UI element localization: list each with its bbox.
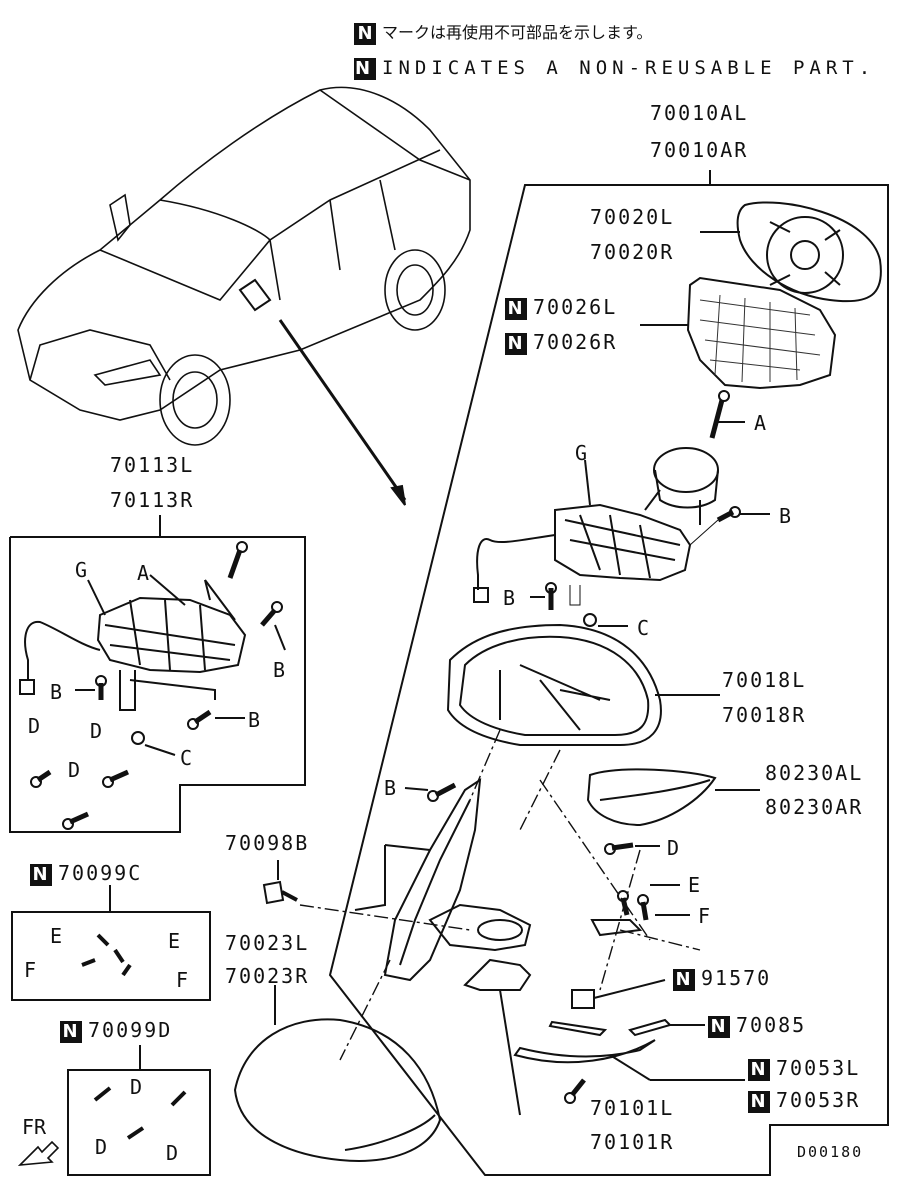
part-number-text: 70026R [533, 330, 618, 354]
callout-b: B [248, 708, 261, 732]
part-number-70101r: 70101R [590, 1130, 675, 1154]
callout-d: D [166, 1141, 179, 1165]
part-number-70113l: 70113L [110, 453, 195, 477]
non-reusable-badge: N [673, 968, 695, 991]
non-reusable-badge: N [748, 1058, 770, 1081]
callout-f: F [24, 958, 37, 982]
part-number-70023l: 70023L [225, 931, 310, 955]
callout-e: E [168, 929, 181, 953]
part-number-70026l: N 70026L [505, 297, 617, 320]
callout-g: G [75, 558, 88, 582]
part-number-text: 91570 [701, 966, 772, 990]
callout-d: D [667, 836, 680, 860]
part-number-70098b: 70098B [225, 831, 310, 855]
part-number-80230al: 80230AL [765, 761, 864, 785]
callout-c: C [637, 616, 650, 640]
part-number-70113r: 70113R [110, 488, 195, 512]
callout-f: F [698, 904, 711, 928]
callout-b: B [384, 776, 397, 800]
part-number-70099d: N 70099D [60, 1020, 172, 1043]
part-number-70053r: N 70053R [748, 1090, 860, 1113]
non-reusable-badge: N [60, 1020, 82, 1043]
non-reusable-badge: N [748, 1090, 770, 1113]
direction-label: FR [22, 1115, 47, 1139]
callout-b: B [273, 658, 286, 682]
part-number-text: 70026L [533, 295, 618, 319]
part-number-70053l: N 70053L [748, 1058, 860, 1081]
part-number-91570: N 91570 [673, 968, 771, 991]
callout-f: F [176, 968, 189, 992]
actuator-main [473, 459, 692, 603]
callout-g: G [575, 441, 588, 465]
non-reusable-badge: N [505, 332, 527, 355]
main-assembly-boundary [328, 170, 889, 1176]
callout-b: B [50, 680, 63, 704]
part-number-text: 70053L [776, 1056, 861, 1080]
part-number-text: 70099D [88, 1018, 173, 1042]
callout-c: C [180, 746, 193, 770]
callout-a: A [137, 561, 150, 585]
callout-d: D [95, 1135, 108, 1159]
callout-e: E [50, 924, 63, 948]
front-direction-arrow [17, 1140, 60, 1167]
part-number-text: 70053R [776, 1088, 861, 1112]
non-reusable-badge: N [354, 57, 376, 80]
non-reusable-badge: N [505, 297, 527, 320]
part-number-70010ar: 70010AR [650, 138, 749, 162]
legend-english: N INDICATES A NON-REUSABLE PART. [354, 57, 875, 80]
part-number-70018r: 70018R [722, 703, 807, 727]
callout-d: D [28, 714, 41, 738]
part-number-70026r: N 70026R [505, 332, 617, 355]
legend-japanese-text: マークは再使用不可部品を示します。 [382, 23, 653, 42]
drawing-code: D00180 [797, 1143, 864, 1161]
part-number-70010al: 70010AL [650, 101, 749, 125]
actuator-inset [19, 574, 247, 711]
part-number-70020l: 70020L [590, 205, 675, 229]
part-number-70020r: 70020R [590, 240, 675, 264]
part-number-text: 70099C [58, 861, 143, 885]
mirror-housing [446, 623, 720, 746]
callout-d: D [130, 1075, 143, 1099]
turn-signal-lamp [586, 768, 760, 827]
part-number-70101l: 70101L [590, 1096, 675, 1120]
part-number-70099c: N 70099C [30, 863, 142, 886]
mirror-base-bracket [354, 777, 532, 982]
legend-english-text: INDICATES A NON-REUSABLE PART. [382, 57, 876, 79]
part-number-text: 70085 [736, 1013, 807, 1037]
part-number-70023r: 70023R [225, 964, 310, 988]
part-number-70018l: 70018L [722, 668, 807, 692]
non-reusable-badge: N [354, 22, 376, 45]
non-reusable-badge: N [30, 863, 52, 886]
callout-e: E [688, 873, 701, 897]
non-reusable-badge: N [708, 1015, 730, 1038]
mirror-glass [700, 201, 882, 303]
actuator-inset-box [9, 536, 306, 833]
callout-b: B [503, 586, 516, 610]
callout-a: A [754, 411, 767, 435]
mirror-holder [640, 276, 837, 390]
vehicle-outline [17, 86, 471, 446]
callout-d: D [68, 758, 81, 782]
screw-a-upper [709, 390, 745, 439]
bracket [463, 958, 532, 1116]
legend-japanese: N マークは再使用不可部品を示します。 [354, 22, 652, 45]
mirror-cover [233, 985, 442, 1162]
callout-b: B [779, 504, 792, 528]
part-number-80230ar: 80230AR [765, 795, 864, 819]
callout-d: D [90, 719, 103, 743]
part-number-70085: N 70085 [708, 1015, 806, 1038]
